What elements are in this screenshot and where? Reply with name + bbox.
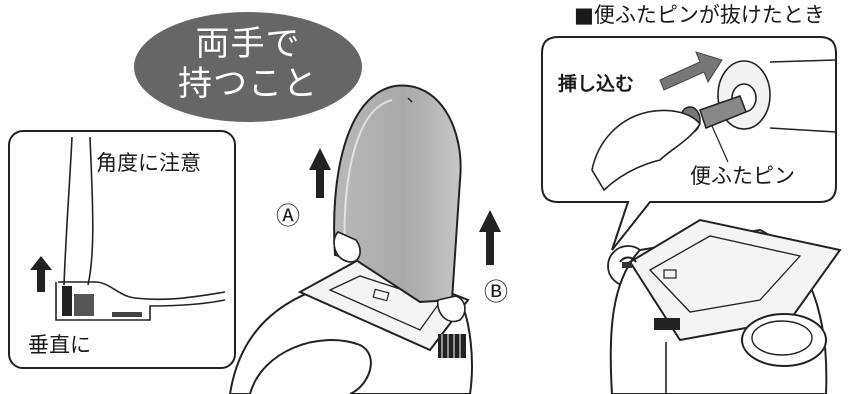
- right-toilet-figure: [609, 218, 842, 394]
- arrow-up-icon: [30, 256, 52, 292]
- pin-dislodged-heading: ■便ふたピンが抜けたとき: [574, 3, 825, 27]
- arrow-b-icon: [479, 210, 501, 265]
- left-inset-panel: [8, 130, 236, 369]
- label-b: Ⓑ: [484, 278, 508, 306]
- instruction-line-2: 持つこと: [178, 64, 318, 104]
- arrow-a-icon: [309, 148, 331, 198]
- instruction-line-1: 両手で: [195, 24, 301, 64]
- label-a: Ⓐ: [276, 202, 300, 230]
- vertical-label: 垂直に: [28, 333, 91, 357]
- main-toilet-figure: [228, 84, 501, 394]
- insert-label: 挿し込む: [558, 73, 635, 95]
- right-inset-panel: [541, 36, 837, 287]
- lid-pin-label: 便ふたピン: [690, 164, 795, 188]
- angle-caution-label: 角度に注意: [96, 151, 201, 175]
- instruction-bubble: [134, 12, 362, 122]
- insert-arrow-icon: [659, 51, 723, 91]
